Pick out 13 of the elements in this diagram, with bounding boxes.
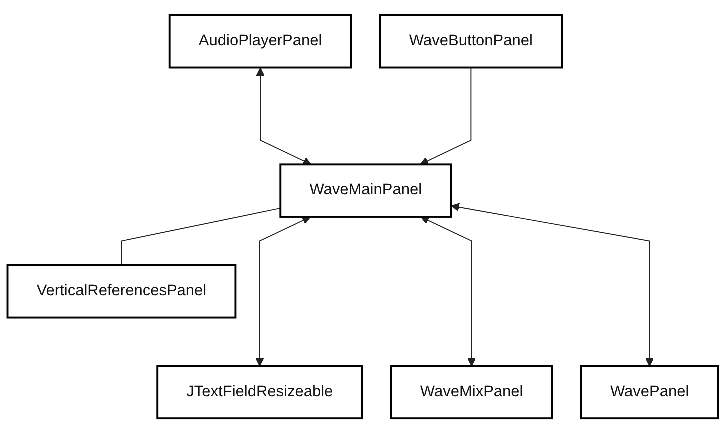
node-box: VerticalReferencesPanel <box>6 264 237 319</box>
arrow <box>420 216 476 367</box>
node-box: WaveMixPanel <box>390 365 554 420</box>
node-box: JTextFieldResizeable <box>156 365 364 420</box>
arrow <box>451 203 654 367</box>
arrow <box>256 216 311 367</box>
arrow <box>420 67 472 166</box>
node-box: AudioPlayerPanel <box>168 14 352 69</box>
arrow <box>256 68 312 166</box>
connector <box>121 208 282 266</box>
node-box: WavePanel <box>580 365 720 420</box>
node-box: WaveButtonPanel <box>379 14 563 69</box>
node-box: WaveMainPanel <box>280 164 452 218</box>
